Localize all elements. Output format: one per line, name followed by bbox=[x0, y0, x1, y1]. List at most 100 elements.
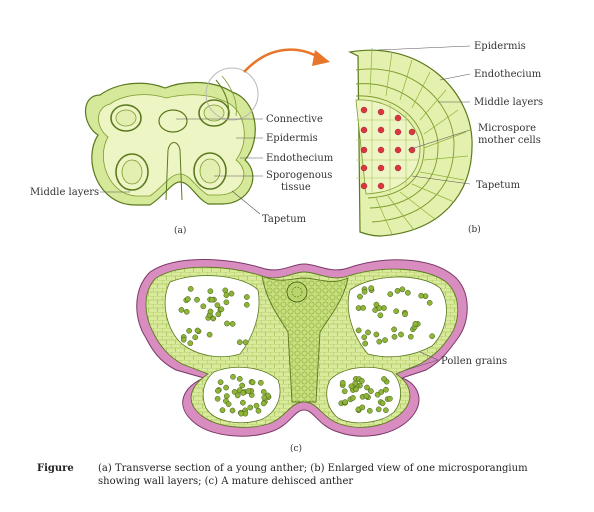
label-middle-layers-b: Middle layers bbox=[474, 97, 543, 108]
caption-c: (c) bbox=[290, 443, 302, 454]
pollen-grain bbox=[245, 388, 252, 394]
pollen-grain bbox=[398, 331, 404, 338]
pollen-grains bbox=[178, 285, 435, 417]
pollen-grain bbox=[426, 299, 433, 306]
pollen-grain bbox=[187, 340, 194, 347]
pollen-grain bbox=[361, 334, 368, 341]
pollen-grain bbox=[260, 388, 267, 395]
pollen-grain bbox=[361, 288, 368, 295]
pollen-grain bbox=[393, 308, 400, 315]
panel-b-microsporangium: Epidermis Endothecium Middle layers Micr… bbox=[348, 41, 543, 237]
pollen-grain bbox=[223, 393, 230, 399]
pollen-grain bbox=[407, 333, 414, 340]
pollen-grain bbox=[200, 303, 207, 310]
pollen-grain bbox=[180, 336, 187, 343]
label-endothecium-a: Endothecium bbox=[266, 153, 334, 164]
pollen-grain bbox=[184, 296, 191, 302]
label-connective: Connective bbox=[266, 114, 323, 125]
label-epidermis-a: Epidermis bbox=[266, 133, 318, 144]
pollen-grain bbox=[377, 312, 384, 319]
label-tapetum-a: Tapetum bbox=[262, 214, 307, 225]
locule bbox=[115, 153, 149, 191]
microspore-mother-cells bbox=[360, 106, 416, 190]
pollen-grain bbox=[405, 289, 411, 296]
pollen-grain bbox=[230, 373, 236, 380]
label-sporogenous: Sporogenous bbox=[266, 170, 332, 181]
pollen-grain bbox=[225, 401, 232, 407]
pollen-grain bbox=[186, 327, 192, 334]
pollen-grain bbox=[383, 386, 389, 393]
pollen-grain bbox=[357, 293, 363, 300]
pollen-grain bbox=[223, 292, 230, 299]
pollen-grain bbox=[387, 395, 393, 402]
pollen-grain bbox=[207, 308, 214, 315]
pollen-grain bbox=[348, 383, 355, 390]
magnifier-circle bbox=[205, 67, 259, 121]
pollen-grain bbox=[352, 380, 359, 387]
locule bbox=[193, 152, 227, 190]
connective bbox=[158, 109, 188, 133]
pollen-grain bbox=[253, 402, 260, 409]
pollen-grain bbox=[387, 291, 394, 297]
pollen-grain bbox=[339, 379, 346, 386]
pollen-grain bbox=[234, 392, 241, 399]
figure-caption-text: (a) Transverse section of a young anther… bbox=[98, 462, 568, 488]
pollen-grain bbox=[236, 339, 243, 346]
pollen-grain bbox=[418, 292, 425, 299]
label-epidermis-b: Epidermis bbox=[474, 41, 526, 52]
caption-line-1: (a) Transverse section of a young anther… bbox=[98, 463, 528, 474]
label-middle-layers-a: Middle layers bbox=[30, 187, 99, 198]
enlarge-arrow bbox=[243, 48, 330, 73]
label-microspore: Microspore bbox=[478, 123, 536, 134]
pollen-grain bbox=[412, 320, 419, 327]
pollen-grain bbox=[243, 301, 250, 308]
pollen-grain bbox=[194, 296, 200, 303]
label-sporogenous-tissue: tissue bbox=[281, 182, 311, 193]
pollen-grain bbox=[342, 399, 348, 405]
pollen-grain bbox=[365, 329, 371, 336]
pollen-grain bbox=[183, 308, 190, 315]
pollen-grain bbox=[376, 305, 383, 311]
pollen-grain bbox=[394, 288, 401, 294]
label-tapetum-b: Tapetum bbox=[476, 180, 521, 191]
pollen-grain bbox=[242, 339, 249, 346]
label-mother-cells: mother cells bbox=[478, 135, 541, 146]
pollen-grain bbox=[228, 290, 235, 297]
pollen-grain bbox=[243, 294, 250, 300]
pollen-grain bbox=[214, 302, 221, 309]
pollen-grain bbox=[223, 384, 229, 391]
pollen-grain bbox=[366, 407, 373, 414]
pollen-grain bbox=[192, 334, 199, 341]
pollen-grain bbox=[260, 400, 267, 407]
pollen-grain bbox=[209, 296, 215, 303]
pollen-grain bbox=[379, 400, 386, 407]
pollen-grain bbox=[219, 407, 226, 414]
pollen-grain bbox=[391, 333, 398, 340]
pollen-grain bbox=[222, 287, 229, 294]
panel-a-young-anther: Connective Epidermis Endothecium Sporoge… bbox=[30, 67, 334, 236]
pollen-grain bbox=[217, 379, 224, 386]
pollen-grain bbox=[255, 407, 262, 414]
pollen-grain bbox=[382, 337, 388, 343]
pollen-grain bbox=[375, 406, 382, 413]
pollen-grain bbox=[224, 320, 230, 327]
pollen-grain bbox=[178, 307, 185, 313]
pollen-grain bbox=[223, 299, 230, 306]
pollen-grain bbox=[364, 384, 370, 391]
pollen-grain bbox=[206, 331, 213, 338]
pollen-grain bbox=[383, 407, 389, 414]
pollen-grain bbox=[368, 285, 375, 291]
pollen-grain bbox=[391, 326, 397, 333]
pollen-grain bbox=[215, 387, 221, 394]
pollen-grain bbox=[358, 378, 365, 384]
locule bbox=[110, 104, 142, 132]
caption-a: (a) bbox=[174, 225, 186, 236]
pollen-grain bbox=[353, 386, 359, 393]
pollen-grain bbox=[359, 404, 366, 411]
pollen-grain bbox=[194, 327, 201, 334]
pollen-grain bbox=[376, 338, 383, 345]
pollen-grain bbox=[360, 305, 366, 311]
pollen-grain bbox=[368, 388, 374, 394]
pollen-grain bbox=[355, 327, 362, 334]
